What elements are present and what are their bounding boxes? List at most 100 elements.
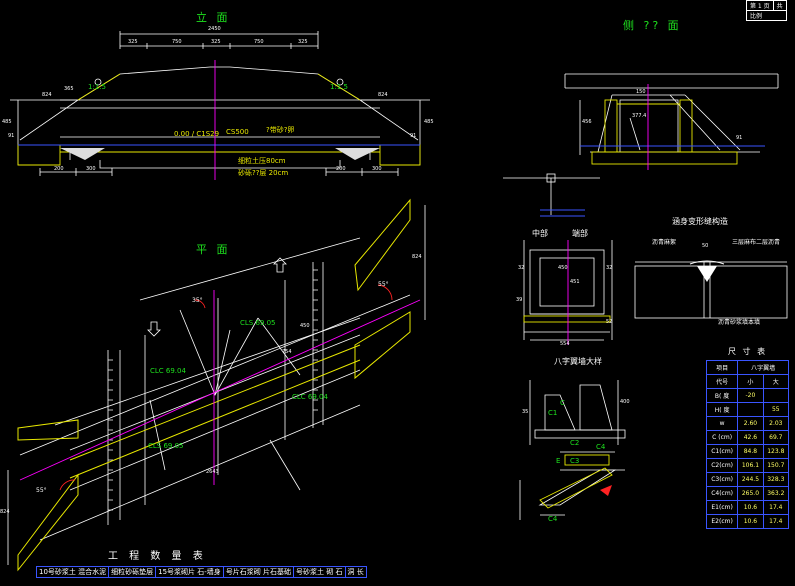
elev-bottom-right-2: 300 (372, 166, 382, 172)
side-left-height: 456 (582, 119, 592, 125)
elev-right-height: 485 (424, 119, 434, 125)
cross-section-view (523, 240, 613, 341)
elev-note-5: 砂砾??层 20cm (238, 169, 289, 177)
size-sub-small: 小 (737, 374, 764, 389)
size-header-wing: 八字翼墙 (737, 360, 789, 375)
table-cell: E2(cm) (705, 514, 739, 529)
elev-note-1: 0.00 / C1S29 (174, 130, 220, 138)
sheet-scale: 比例 (746, 10, 787, 21)
cross-right-bottom: 52 (606, 319, 613, 325)
qty-header-3: 15号浆砌片 石-墙身 (155, 566, 224, 578)
table-cell: 150.7 (762, 458, 790, 473)
plan-dim-right: 824 (412, 254, 422, 260)
table-cell: 2.03 (762, 416, 790, 431)
table-cell: C1(cm) (705, 444, 739, 459)
table-cell: 10.6 (737, 500, 764, 515)
qty-header-5: 号砂浆土 砌 石 (293, 566, 346, 578)
elev-left-height: 485 (2, 119, 12, 125)
table-row: 第 1 页 共 (746, 0, 787, 11)
side-section-title: 侧 ?? 面 (623, 19, 682, 32)
elev-seg-2: 750 (172, 39, 182, 45)
table-cell: w (705, 416, 739, 431)
table-cell: 244.5 (737, 472, 764, 487)
wingwall-detail (519, 380, 626, 520)
size-table-title: 尺 寸 表 (728, 347, 768, 356)
side-right-height: 91 (736, 135, 743, 141)
wingwall-dim-c4: C4 (596, 443, 606, 451)
wingwall-dim-e: E (556, 457, 561, 465)
table-row: 比例 (746, 10, 787, 21)
qty-header-2: 细粒砂砾垫层 (108, 566, 157, 578)
plan-label-1: CLS 69.05 (240, 319, 276, 327)
side-section-view (564, 73, 779, 155)
table-cell: 17.4 (762, 514, 790, 529)
cross-side: 32 (518, 265, 525, 271)
side-inner-dim: 377.4 (632, 113, 647, 119)
plan-length: 2643 (206, 469, 219, 475)
plan-wingwalls (17, 198, 411, 572)
table-cell: 55 (762, 402, 790, 417)
qty-header-4: 号片石浆砌 片石基础 (222, 566, 295, 578)
plan-label-4: CLC 69.04 (292, 393, 328, 401)
size-header-item: 项目 (705, 360, 739, 375)
elev-slope-right: 1:1.5 (330, 83, 348, 91)
size-sub-code: 代号 (705, 374, 739, 389)
table-cell: 363.2 (762, 486, 790, 501)
quantity-table: 10号砂浆土 混合水泥 细粒砂砾垫层 15号浆砌片 石-墙身 号片石浆砌 片石基… (35, 566, 367, 578)
table-row: 项目 八字翼墙 (705, 360, 789, 375)
wingwall-yellow (539, 454, 613, 509)
table-cell: 84.8 (737, 444, 764, 459)
size-sub-large: 大 (762, 374, 790, 389)
table-cell: C3(cm) (705, 472, 739, 487)
table-cell: 17.4 (762, 500, 790, 515)
plan-angle-3: 55° (36, 487, 47, 494)
qty-header-6: 洞 长 (344, 566, 367, 578)
cross-top-left: 32 (606, 265, 613, 271)
elev-note-2: CS500 (226, 128, 249, 136)
table-cell: 69.7 (762, 430, 790, 445)
plan-dim-left: 824 (0, 509, 10, 515)
plan-dim-mid2: 450 (300, 323, 310, 329)
sheet-number: 第 1 页 (746, 0, 774, 11)
elevation-title: 立 面 (196, 11, 231, 24)
table-cell: 42.6 (737, 430, 764, 445)
plan-view (7, 205, 426, 565)
cross-mid-label: 中部 (532, 229, 548, 238)
title-block: 第 1 页 共 比例 (746, 0, 787, 21)
side-top-dim: 150 (636, 89, 646, 95)
sheet-total: 共 (772, 0, 787, 11)
table-cell: C (cm) (705, 430, 739, 445)
table-cell: -20 (737, 388, 764, 403)
plan-label-3: CLS 69.05 (148, 442, 184, 450)
elev-seg-1: 325 (128, 39, 138, 45)
table-cell: H( 度 (705, 402, 739, 417)
plan-label-2: CLC 69.04 (150, 367, 186, 375)
plan-title: 平 面 (196, 243, 231, 256)
table-row: H( 度 55 (705, 402, 790, 417)
quantity-table-title: 工 程 数 量 表 (108, 551, 207, 562)
table-row: 10号砂浆土 混合水泥 细粒砂砾垫层 15号浆砌片 石-墙身 号片石浆砌 片石基… (35, 566, 367, 578)
wingwall-dim-c1: C1 (548, 409, 558, 417)
wingwall-dim-35: 35 (522, 409, 529, 415)
elev-seg-4: 750 (254, 39, 264, 45)
wingwall-dim-c4b: C4 (548, 515, 558, 523)
table-cell (762, 388, 790, 403)
elev-right-base: 91 (410, 133, 417, 139)
table-cell: 2.60 (737, 416, 764, 431)
plan-angle-2: 55° (378, 281, 389, 288)
elev-bottom-left-2: 300 (86, 166, 96, 172)
elevation-view (10, 31, 430, 176)
elev-bottom-right-1: 200 (336, 166, 346, 172)
elev-right-dim: 824 (378, 92, 388, 98)
table-cell: 123.8 (762, 444, 790, 459)
table-cell: E1(cm) (705, 500, 739, 515)
